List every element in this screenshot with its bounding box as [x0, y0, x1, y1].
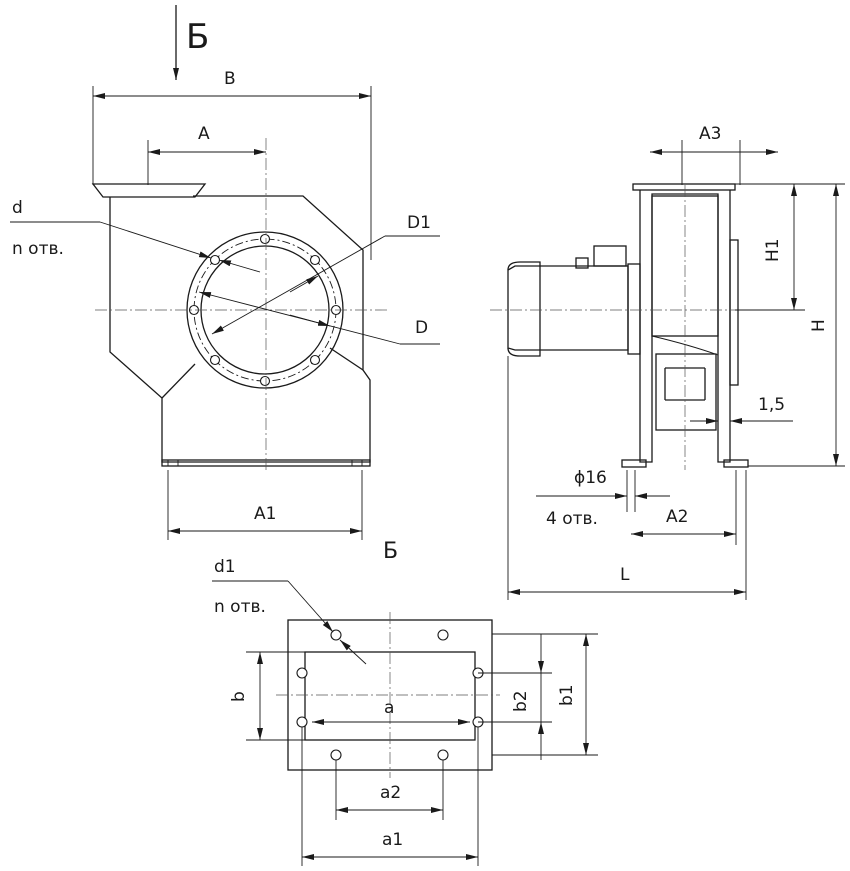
- dim-b-label: b: [229, 691, 249, 702]
- dim-H-label: H: [809, 319, 829, 332]
- motor-flange: [627, 263, 641, 355]
- dim-gap-label: 1,5: [758, 395, 785, 415]
- view-marker-label: Б: [186, 17, 209, 57]
- dim-L-label: L: [620, 565, 630, 585]
- outlet-holes-note: n отв.: [214, 597, 266, 617]
- front-view: Б B A: [10, 5, 440, 540]
- terminal-box: [593, 245, 627, 267]
- dim-b2-label: b2: [511, 690, 531, 712]
- dim-H1-label: H1: [763, 238, 783, 262]
- side-outlet-flange: [632, 183, 736, 191]
- side-inlet-flange: [729, 239, 739, 386]
- dim-a-label: a: [384, 698, 394, 718]
- side-view: A3 H1 H: [490, 124, 845, 600]
- side-foot-right: [723, 459, 749, 468]
- dim-a1-label: a1: [382, 830, 403, 850]
- outlet-view-title: Б: [383, 539, 398, 564]
- side-foot-left: [621, 459, 647, 468]
- dim-d1-label: d1: [214, 557, 236, 577]
- dim-A3-label: A3: [699, 124, 721, 144]
- dim-D1-line: [211, 235, 386, 335]
- inlet-bolt-holes: [188, 233, 342, 387]
- dim-A2-label: A2: [666, 507, 688, 527]
- dim-A-label: A: [198, 124, 210, 144]
- dim-b1-label: b1: [557, 684, 577, 706]
- dim-B-label: B: [224, 69, 236, 89]
- motor-body: [507, 265, 629, 351]
- dim-A1-label: A1: [254, 504, 276, 524]
- side-holes-note: 4 отв.: [546, 509, 598, 529]
- dim-D1-label: D1: [407, 213, 431, 233]
- dim-D-label: D: [415, 318, 428, 338]
- hole-dia-label: ϕ16: [574, 468, 607, 488]
- outlet-bolt-holes: [296, 629, 484, 761]
- front-holes-note: n отв.: [12, 239, 64, 259]
- outlet-flange-top: [91, 183, 207, 198]
- dim-a2-label: a2: [380, 783, 401, 803]
- outlet-view: Б d1 n отв. b a: [212, 539, 598, 866]
- fan-housing-outline: [109, 195, 371, 463]
- dim-d-label: d: [12, 198, 23, 218]
